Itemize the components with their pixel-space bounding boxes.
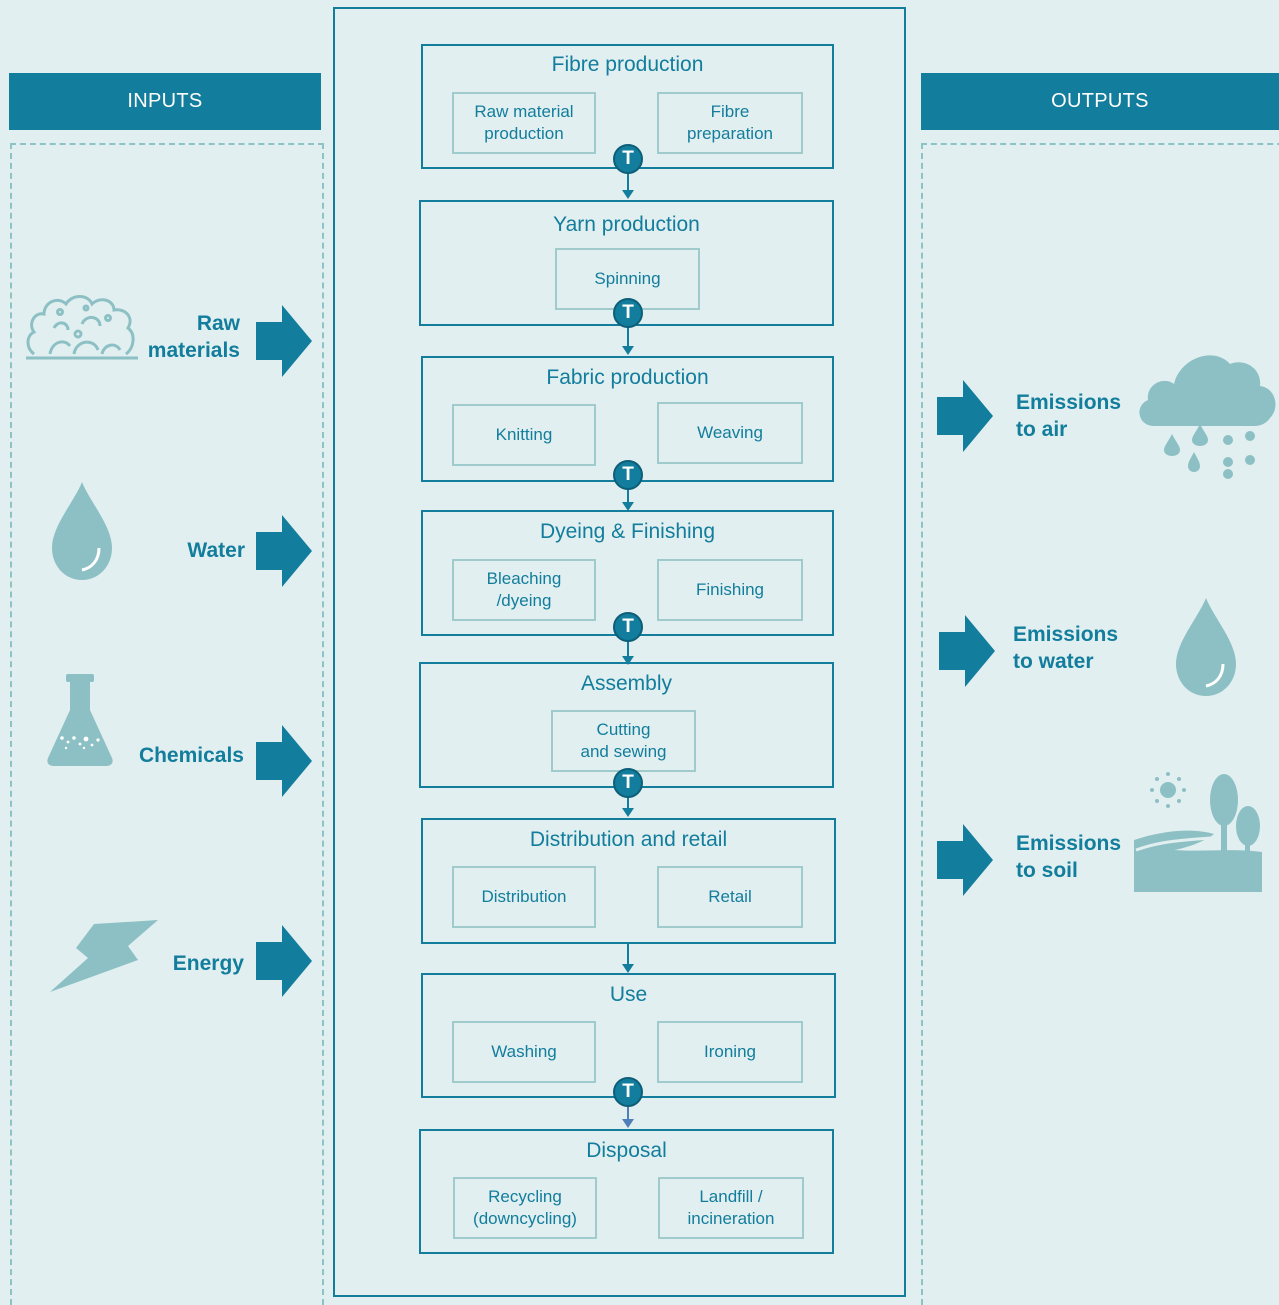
input-label-raw-materials: Raw materials <box>147 312 240 362</box>
input-label-chemicals: Chemicals <box>138 744 244 767</box>
output-label-air: Emissions to air <box>1016 391 1122 441</box>
lightning-icon <box>46 918 162 996</box>
flow-arrow <box>620 942 636 974</box>
stage-title: Yarn production <box>553 213 700 236</box>
inputs-panel <box>10 143 324 1305</box>
sub-recycling: Recycling (downcycling) <box>453 1177 597 1239</box>
output-label-soil: Emissions to soil <box>1016 832 1122 882</box>
stage-fabric-production: Fabric production Knitting Weaving <box>421 356 834 482</box>
stage-title: Use <box>609 983 648 1006</box>
stage-disposal: Disposal Recycling (downcycling) Landfil… <box>419 1129 834 1254</box>
output-arrow-soil <box>937 824 993 896</box>
cotton-icon <box>24 288 140 362</box>
stage-title: Fibre production <box>551 53 704 76</box>
flow-arrow <box>620 324 636 356</box>
transport-marker: T <box>613 1077 643 1107</box>
stage-title: Assembly <box>580 672 673 695</box>
stage-title: Disposal <box>586 1139 667 1162</box>
output-arrow-water <box>939 615 995 687</box>
sub-knitting: Knitting <box>452 404 596 466</box>
output-label-water: Emissions to water <box>1013 623 1119 673</box>
input-arrow-chemicals <box>256 725 312 797</box>
input-arrow-energy <box>256 925 312 997</box>
sub-cutting-sewing: Cutting and sewing <box>551 710 696 772</box>
stage-distribution-retail: Distribution and retail Distribution Ret… <box>421 818 836 944</box>
sub-ironing: Ironing <box>657 1021 803 1083</box>
input-label-energy: Energy <box>172 952 244 975</box>
outputs-header: OUTPUTS <box>921 73 1279 130</box>
sub-washing: Washing <box>452 1021 596 1083</box>
sub-fibre-preparation: Fibre preparation <box>657 92 803 154</box>
inputs-header: INPUTS <box>9 73 321 130</box>
stage-title: Fabric production <box>546 366 709 389</box>
sub-finishing: Finishing <box>657 559 803 621</box>
water-drop-icon <box>50 480 114 582</box>
outputs-panel <box>921 143 1279 1305</box>
transport-marker: T <box>613 298 643 328</box>
input-label-water: Water <box>187 539 245 562</box>
output-arrow-air <box>937 380 993 452</box>
stage-fibre-production: Fibre production Raw material production… <box>421 44 834 169</box>
landscape-icon <box>1134 770 1262 894</box>
stage-title: Dyeing & Finishing <box>539 520 716 543</box>
transport-marker: T <box>613 460 643 490</box>
sub-raw-material-production: Raw material production <box>452 92 596 154</box>
transport-marker: T <box>613 144 643 174</box>
stage-title: Distribution and retail <box>529 828 728 851</box>
rain-cloud-icon <box>1134 344 1278 484</box>
sub-weaving: Weaving <box>657 402 803 464</box>
transport-marker: T <box>613 768 643 798</box>
input-arrow-water <box>256 515 312 587</box>
sub-distribution: Distribution <box>452 866 596 928</box>
water-drop-icon <box>1174 596 1238 698</box>
sub-bleaching-dyeing: Bleaching /dyeing <box>452 559 596 621</box>
input-arrow-raw-materials <box>256 305 312 377</box>
transport-marker: T <box>613 612 643 642</box>
sub-landfill-incineration: Landfill / incineration <box>658 1177 804 1239</box>
flask-icon <box>44 672 116 768</box>
sub-retail: Retail <box>657 866 803 928</box>
